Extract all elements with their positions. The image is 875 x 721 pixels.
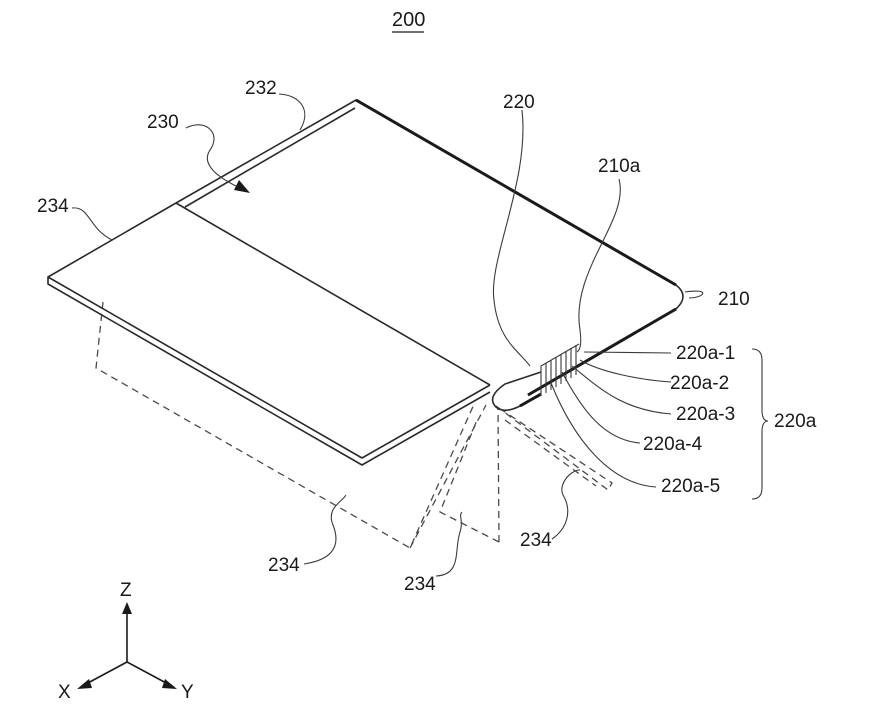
hinge-220-edge bbox=[519, 392, 542, 408]
label-220: 220 bbox=[503, 92, 535, 113]
label-232: 232 bbox=[245, 78, 277, 99]
label-234-a: 234 bbox=[268, 555, 300, 576]
direction-arrow bbox=[185, 124, 250, 193]
label-220a-4: 220a-4 bbox=[643, 434, 703, 455]
flap-234-surface bbox=[47, 202, 491, 459]
label-210a: 210a bbox=[598, 156, 641, 177]
axis-y-label: Y bbox=[181, 682, 194, 703]
y-arrow-icon bbox=[162, 679, 177, 689]
label-220a-3: 220a-3 bbox=[676, 404, 735, 425]
fold-line bbox=[175, 202, 491, 386]
hinge-220-end bbox=[491, 371, 542, 412]
leader-lines bbox=[71, 93, 769, 577]
x-arrow-icon bbox=[77, 679, 92, 689]
reference-labels: 230 232 234 220 210a 210 220a-1 220a-2 2… bbox=[37, 78, 817, 595]
label-234-c: 234 bbox=[520, 530, 552, 551]
axis-z-label: Z bbox=[120, 580, 132, 601]
z-arrow-icon bbox=[122, 602, 132, 614]
label-234-b: 234 bbox=[404, 574, 436, 595]
label-230: 230 bbox=[147, 112, 179, 133]
body-210-profile bbox=[527, 284, 684, 396]
panel-232-front-edge bbox=[184, 107, 356, 208]
layers-220a bbox=[540, 343, 580, 396]
flap-234-edge bbox=[47, 277, 491, 466]
label-210: 210 bbox=[718, 289, 750, 310]
label-220a-2: 220a-2 bbox=[670, 373, 729, 394]
label-220a-5: 220a-5 bbox=[661, 476, 720, 497]
label-234-top: 234 bbox=[37, 196, 69, 217]
figure-number: 200 bbox=[392, 9, 425, 31]
axis-x-label: X bbox=[58, 682, 71, 703]
panel-232-back-edge bbox=[355, 98, 677, 287]
coordinate-axes: Z X Y bbox=[58, 580, 194, 703]
label-220a: 220a bbox=[774, 411, 817, 432]
flap-234-folded-positions bbox=[95, 301, 613, 549]
panel-232-surface bbox=[175, 99, 677, 286]
device-body bbox=[47, 98, 684, 466]
label-220a-1: 220a-1 bbox=[676, 343, 735, 364]
